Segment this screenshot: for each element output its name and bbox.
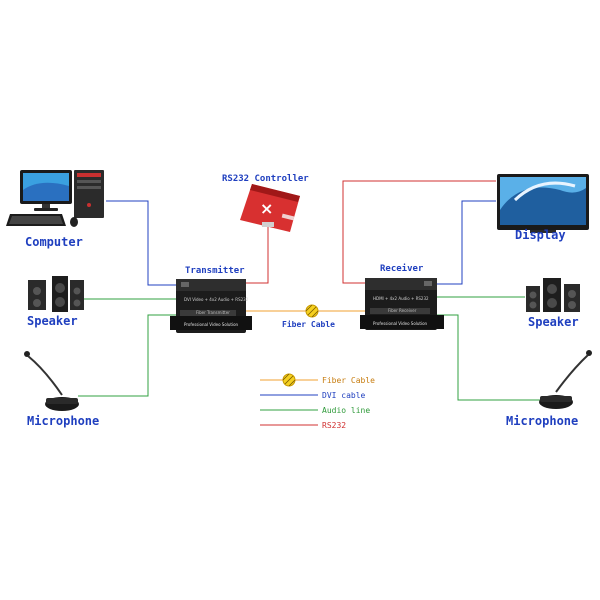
rs232-line-controller xyxy=(245,226,269,284)
receiver-front-text: HDMI + 4x2 Audio + RS232 xyxy=(373,296,429,301)
transmitter-device xyxy=(170,279,252,333)
rs232-controller-icon: × xyxy=(240,184,300,232)
legend-item-rs232: RS232 xyxy=(260,421,346,430)
speaker-left-label: Speaker xyxy=(27,314,78,328)
receiver-bottom-text: Professional Video Solution xyxy=(373,321,428,326)
fiber-cable-label: Fiber Cable xyxy=(282,319,335,329)
svg-text:×: × xyxy=(260,199,273,218)
speaker-right-icon xyxy=(526,278,580,312)
legend-item-dvi: DVI cable xyxy=(260,391,366,400)
legend-label-rs232: RS232 xyxy=(322,421,346,430)
legend-label-audio: Audio line xyxy=(322,406,370,415)
receiver-device xyxy=(360,278,444,330)
microphone-right-icon xyxy=(539,350,592,409)
display-icon xyxy=(497,174,589,233)
audio-line-mic-right xyxy=(437,314,540,401)
rs232-line-display xyxy=(342,180,496,284)
microphone-left-icon xyxy=(24,351,79,411)
display-label: Display xyxy=(515,228,566,242)
legend: Fiber Cable DVI cable Audio line RS232 xyxy=(260,373,375,430)
legend-item-audio: Audio line xyxy=(260,406,370,415)
microphone-left-label: Microphone xyxy=(27,414,99,428)
legend-label-fiber: Fiber Cable xyxy=(322,376,375,385)
receiver-mid-text: Fiber Receiver xyxy=(388,308,417,313)
microphone-right-label: Microphone xyxy=(506,414,578,428)
computer-icon xyxy=(6,170,104,227)
audio-line-mic-left xyxy=(78,314,180,397)
transmitter-front-text: DVI Video + 4x2 Audio + RS232 xyxy=(184,297,249,302)
transmitter-mid-text: Fiber Transmitter xyxy=(196,310,230,315)
dvi-line-computer xyxy=(106,200,180,286)
fiber-cable-icon xyxy=(305,304,319,318)
computer-label: Computer xyxy=(25,235,83,249)
transmitter-bottom-text: Professional Video Solution xyxy=(184,322,239,327)
rs232-controller-label: RS232 Controller xyxy=(222,174,309,184)
legend-label-dvi: DVI cable xyxy=(322,391,366,400)
speaker-right-label: Speaker xyxy=(528,315,579,329)
dvi-line-display xyxy=(437,200,496,285)
speaker-left-icon xyxy=(28,276,84,312)
transmitter-label: Transmitter xyxy=(185,265,245,276)
receiver-label: Receiver xyxy=(380,263,424,274)
legend-item-fiber: Fiber Cable xyxy=(260,373,375,387)
